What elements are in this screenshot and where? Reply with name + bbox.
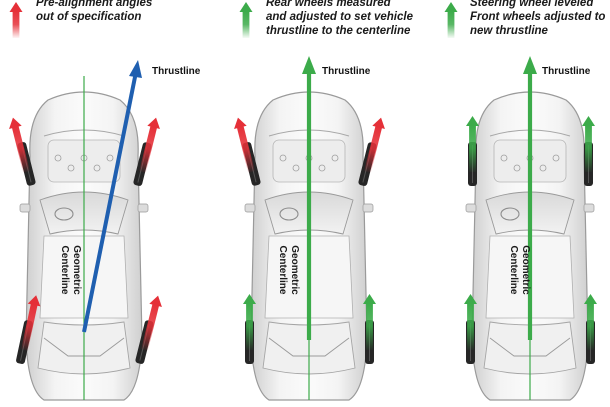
panel-2-caption-line-3: thrustline to the centerline: [266, 25, 411, 37]
panel-2-centerline-word-2: Centerline: [277, 245, 288, 295]
panel-3-caption-line-1: Steering wheel leveled: [470, 0, 594, 9]
panel-2-thrustline: [302, 56, 316, 340]
panel-3-centerline-word-1: Geometric: [520, 245, 531, 295]
panel-3-caption-arrow: [444, 2, 458, 38]
panel-2-mirror-left: [244, 203, 256, 213]
panel-3-arrow-rear-left: [464, 294, 477, 350]
panel-3-centerline-word-2: Centerline: [508, 245, 519, 295]
panel-1-mirror-right: [137, 203, 149, 213]
panel-1-thrustline: [82, 60, 142, 333]
panel-2-arrow-front-right: [364, 117, 385, 173]
panel-2-caption-line-1: Rear wheels measured: [266, 0, 391, 9]
panel-1-caption: Pre-alignment angles out of specificatio…: [36, 0, 152, 24]
panel-1-caption-line-2: out of specification: [36, 11, 142, 23]
panel-1-centerline-label: Geometric Centerline: [59, 245, 82, 294]
panel-2-caption: Rear wheels measured and adjusted to set…: [266, 0, 413, 38]
panel-1-car: [16, 91, 154, 401]
panel-3-mirror-left: [465, 203, 477, 213]
panel-3-thrustline: [523, 56, 537, 340]
panel-3-caption: Steering wheel leveled Front wheels adju…: [470, 0, 605, 38]
panel-1-caption-line-1: Pre-alignment angles: [36, 0, 153, 9]
panel-1-caption-arrow: [9, 2, 23, 38]
panel-3-thrustline-label: Thrustline: [542, 66, 591, 77]
panel-1-centerline-word-1: Geometric: [71, 245, 82, 295]
panel-1-arrow-rear-left: [21, 295, 41, 351]
panel-2-arrow-rear-right: [363, 294, 376, 350]
panel-1-arrow-front-left: [9, 117, 30, 173]
panel-1-arrow-front-right: [139, 117, 160, 173]
panel-2-caption-arrow: [239, 2, 253, 38]
panel-1-arrow-rear-right: [141, 295, 162, 351]
panel-3-arrow-front-right: [582, 116, 595, 172]
panel-3-caption-line-2: Front wheels adjusted to: [470, 11, 606, 23]
panel-1-thrustline-label: Thrustline: [152, 66, 201, 77]
panel-3-caption-line-3: new thrustline: [470, 25, 548, 37]
panel-1-mirror-left: [19, 203, 31, 213]
panel-2-mirror-right: [362, 203, 374, 213]
panel-3-arrow-rear-right: [584, 294, 597, 350]
panel-2-thrustline-label: Thrustline: [322, 66, 371, 77]
panel-3-mirror-right: [583, 203, 595, 213]
panel-2-caption-line-2: and adjusted to set vehicle: [266, 11, 413, 23]
panel-2-centerline-label: Geometric Centerline: [277, 245, 300, 294]
panel-2-centerline-word-1: Geometric: [289, 245, 300, 295]
panel-3-centerline-label: Geometric Centerline: [508, 245, 531, 294]
panel-1-centerline-word-2: Centerline: [59, 245, 70, 295]
panel-2-arrow-rear-left: [243, 294, 256, 350]
panel-3-arrow-front-left: [466, 116, 479, 172]
panel-2-steering-wheel: [279, 207, 299, 221]
panel-2-arrow-front-left: [234, 117, 255, 173]
panel-1-steering-wheel: [54, 207, 74, 221]
panel-3-steering-wheel: [500, 207, 520, 221]
